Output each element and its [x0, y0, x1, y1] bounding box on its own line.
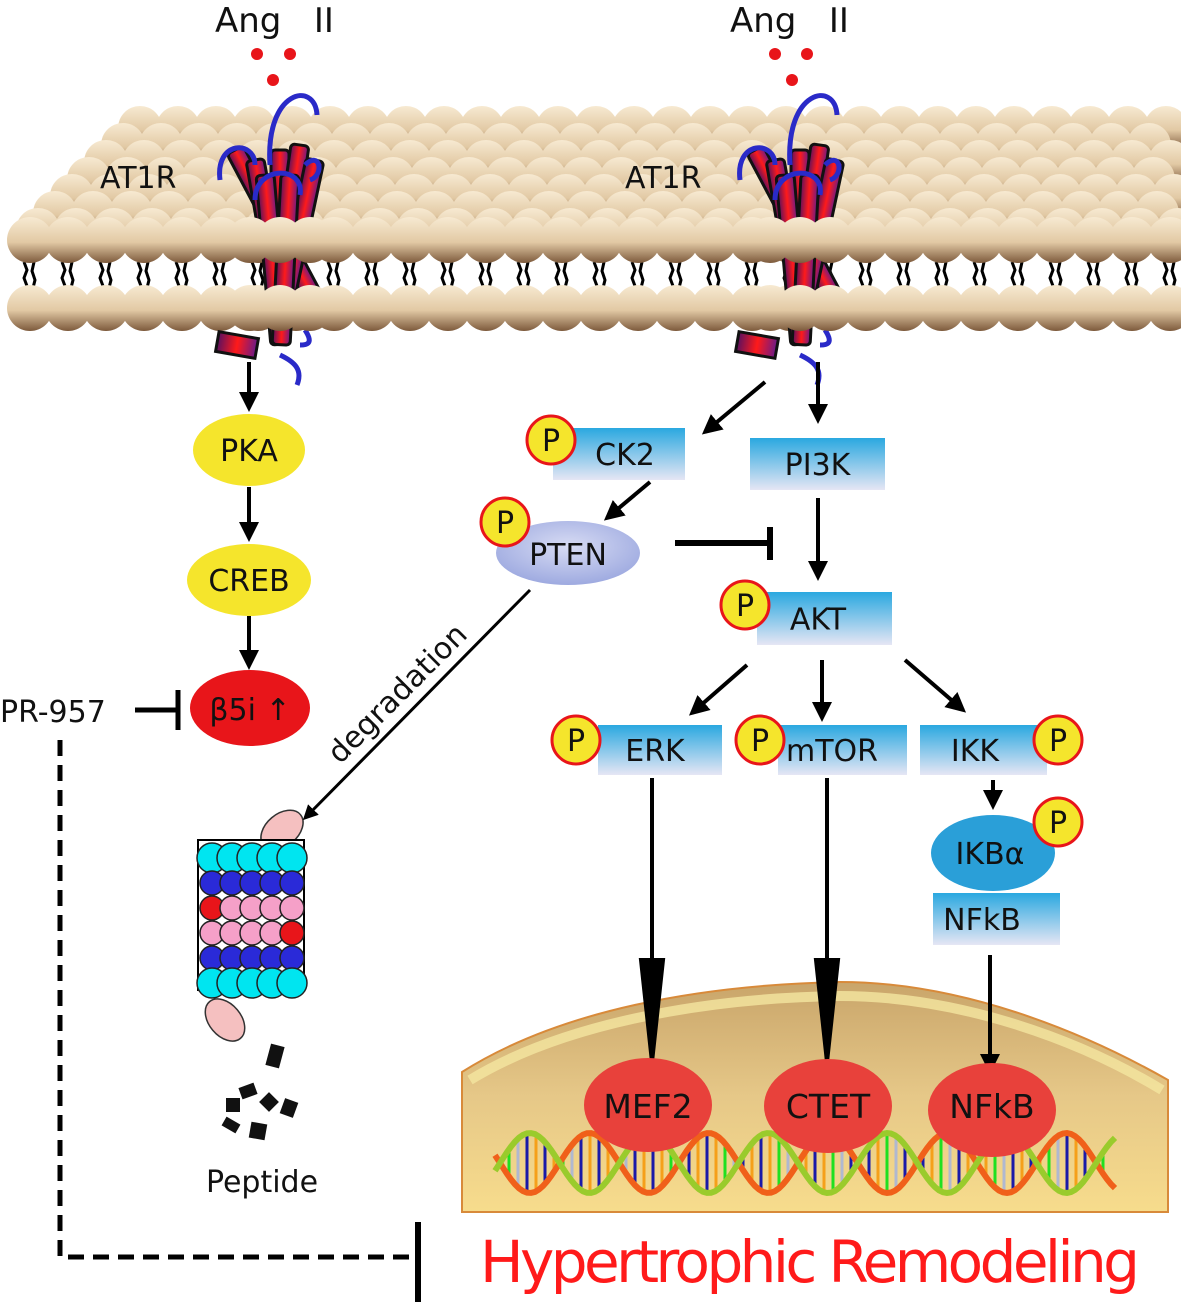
- pi3k-label: PI3K: [785, 448, 852, 483]
- pr957-inhibition: [135, 690, 181, 730]
- pr957-dashed-line: [57, 740, 410, 1260]
- phosphate-badge: P: [550, 714, 602, 766]
- akt-label: AKT: [790, 603, 847, 638]
- pten-node: PTEN: [496, 521, 640, 585]
- mef2-node: [584, 1058, 712, 1152]
- phosphate-badge: P: [525, 414, 577, 466]
- pi3k-node: PI3K: [750, 438, 885, 490]
- phosphate-label: P: [542, 424, 560, 459]
- proteasome: [196, 809, 308, 1042]
- phosphate-badge: P: [479, 496, 531, 548]
- phosphate-label: P: [736, 589, 754, 624]
- at1r-label-right: AT1R: [625, 161, 701, 196]
- phosphate-label: P: [496, 506, 514, 541]
- pka-node: [193, 414, 305, 486]
- mef2-label: MEF2: [603, 1087, 692, 1126]
- pten-label: PTEN: [529, 538, 607, 573]
- pka-label: PKA: [220, 434, 278, 469]
- degradation-arrow: [302, 588, 532, 821]
- ikk-node: IKK: [920, 725, 1047, 775]
- nfkb-cyto-label: NFkB: [943, 903, 1021, 938]
- nfkb-nuclear-label: NFkB: [949, 1087, 1034, 1126]
- akt-node: AKT: [757, 592, 892, 645]
- ang-ii-label-left: Ang II: [215, 1, 334, 41]
- phosphate-badge: P: [734, 714, 786, 766]
- phosphate-badge: P: [1032, 714, 1084, 766]
- at1r-label-left: AT1R: [100, 161, 176, 196]
- mtor-label: mTOR: [786, 734, 878, 769]
- phosphate-badge: P: [1032, 796, 1084, 848]
- nuclear-arrows: [638, 778, 1000, 1074]
- outcome-label: Hypertrophic Remodeling: [480, 1228, 1140, 1296]
- ctet-label: CTET: [786, 1087, 871, 1126]
- phosphate-badge: P: [719, 579, 771, 631]
- b5i-label: β5i ↑: [209, 693, 290, 728]
- erk-node: ERK: [598, 725, 722, 775]
- phosphate-label: P: [567, 724, 585, 759]
- right-arrows: [603, 362, 1003, 810]
- b5i-node: [190, 670, 310, 746]
- ctet-node: [764, 1059, 892, 1153]
- at1r-receptor-left: [213, 93, 333, 386]
- ikba-label: IKBα: [956, 837, 1025, 872]
- ikk-label: IKK: [951, 734, 1001, 769]
- phosphate-label: P: [1049, 724, 1067, 759]
- pten-akt-inhibition: [675, 527, 773, 560]
- degradation-label: degradation: [321, 617, 475, 771]
- peptide-label: Peptide: [206, 1165, 318, 1200]
- ck2-label: CK2: [595, 438, 655, 473]
- nfkb-nuclear-node: [928, 1063, 1056, 1157]
- phosphate-label: P: [1049, 806, 1067, 841]
- erk-label: ERK: [625, 734, 686, 769]
- creb-label: CREB: [208, 564, 289, 599]
- nfkb-cyto-node: NFkB: [933, 893, 1060, 945]
- ikba-node: IKBα: [931, 815, 1055, 891]
- pr957-label: PR-957: [0, 695, 106, 730]
- ang-ii-molecules: [251, 48, 813, 86]
- ang-ii-label-right: Ang II: [730, 1, 849, 41]
- creb-node: [187, 544, 311, 616]
- mtor-node: mTOR: [778, 725, 907, 775]
- phosphate-label: P: [751, 724, 769, 759]
- peptide-fragments: [221, 1043, 299, 1141]
- at1r-receptor-right: [733, 93, 853, 386]
- cell-membrane: [7, 106, 1181, 331]
